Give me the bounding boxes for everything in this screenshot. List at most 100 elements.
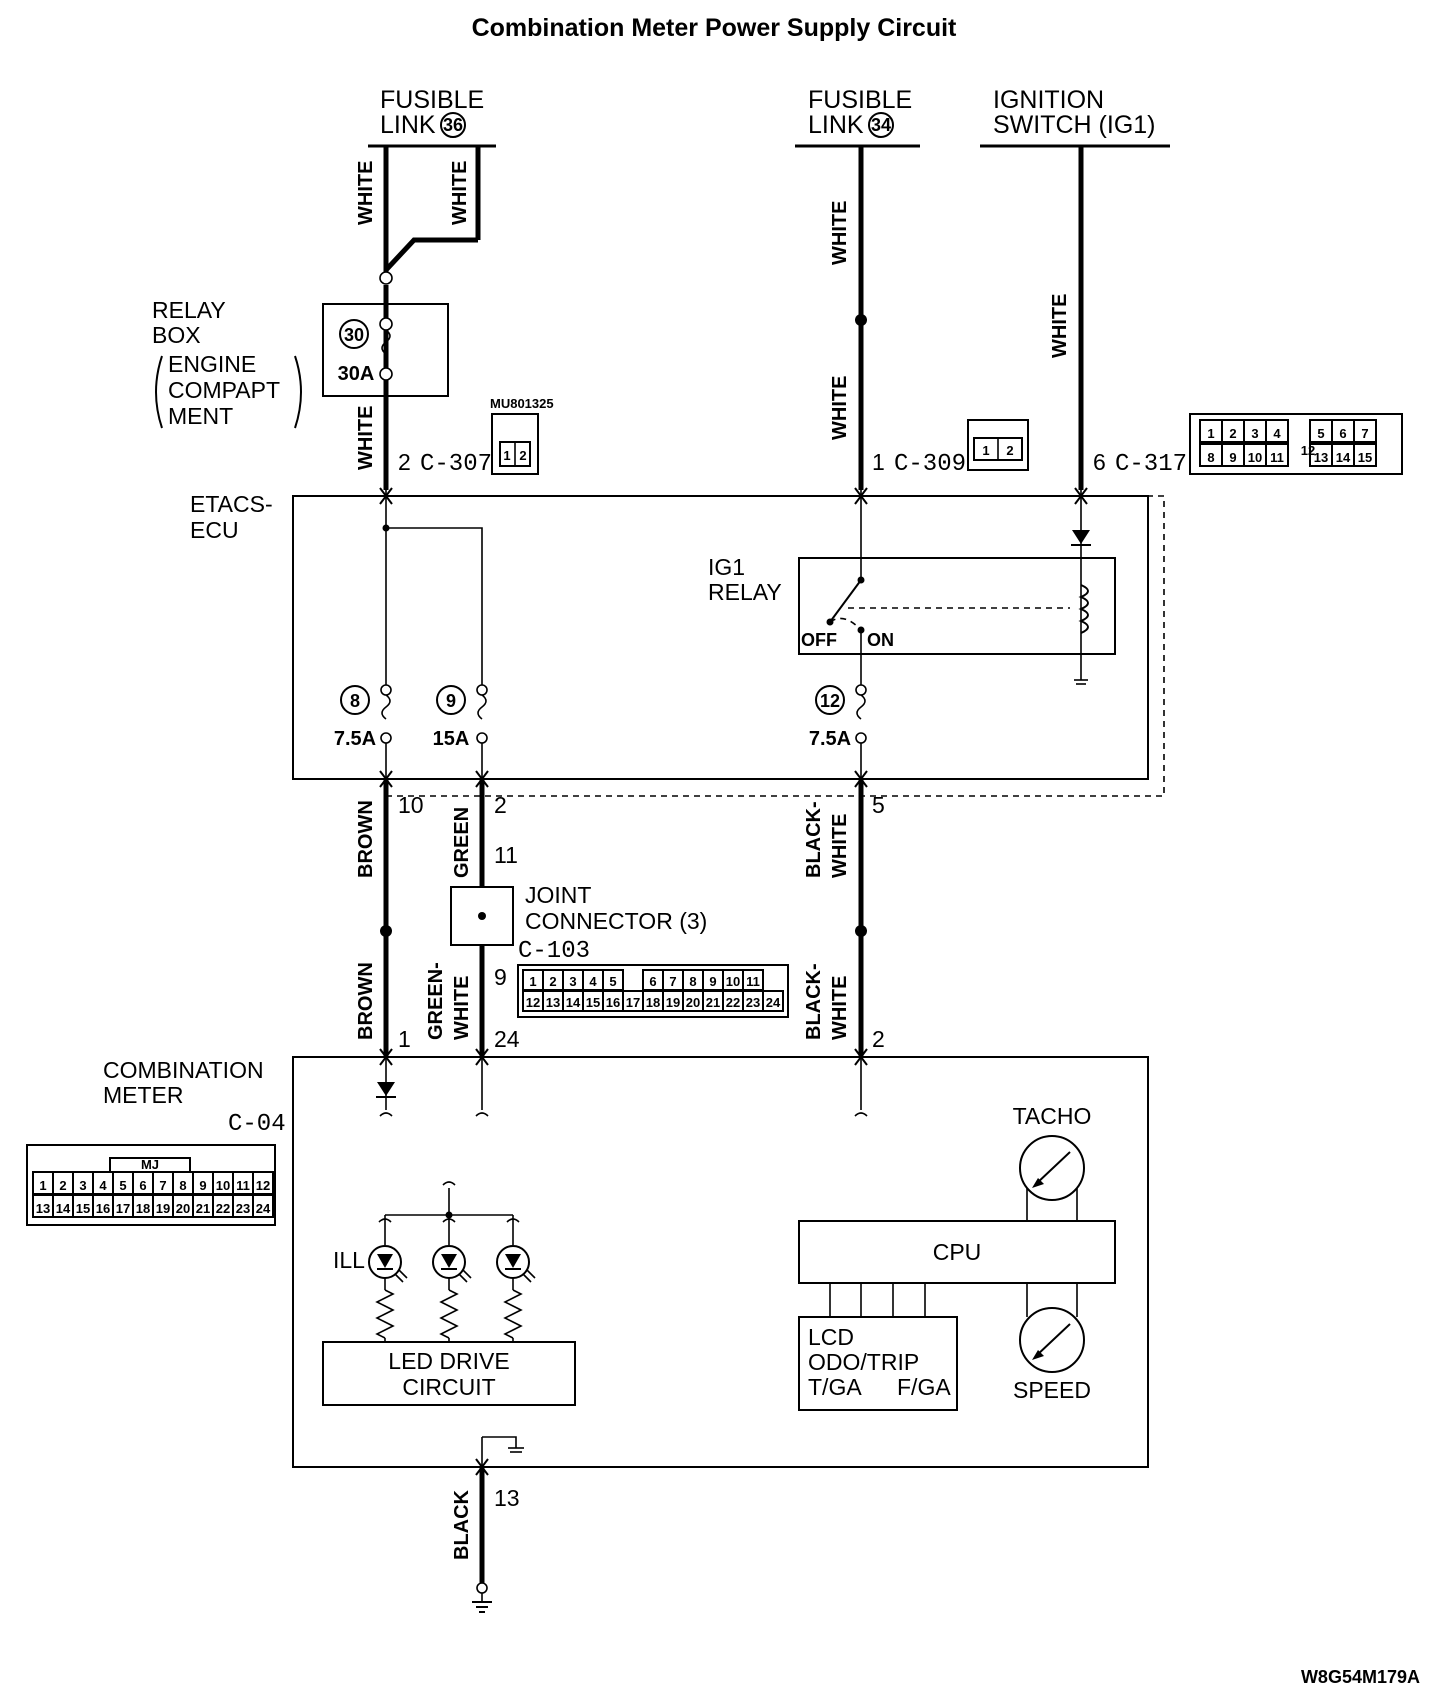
led-drive-label-2: CIRCUIT [402,1374,495,1400]
relay-box: 30 30A [322,271,449,397]
c04-cavity: 11 [236,1178,250,1193]
c307-cavity-1: 1 [503,448,510,463]
resistor-icon [503,1289,523,1339]
c04-tag: MJ [141,1157,159,1172]
diagram-title: Combination Meter Power Supply Circuit [472,14,957,42]
c317-cavity: 4 [1273,426,1281,441]
ig1-relay-label-1: IG1 [708,554,745,580]
wire-label-white-3: WHITE [355,406,377,470]
cpu-box [798,1220,1116,1284]
c04-cavity: 23 [236,1201,250,1216]
etacs-fuse-12-number: 12 [820,691,840,711]
c103-cavity: 7 [669,974,676,989]
speed-gauge [1019,1307,1085,1373]
wire-label-green-white-2: WHITE [451,976,473,1040]
c317-cavity: 1 [1207,426,1214,441]
lcd-label-4: F/GA [897,1374,951,1400]
c103-cavity: 2 [549,974,556,989]
relay-fuse-30-rating: 30A [338,363,375,385]
c103-cell [762,990,784,1012]
etacs-fuse-9-rating: 15A [433,728,470,750]
c309-cavity-2: 2 [1006,443,1013,458]
c04-cavity: 20 [176,1201,190,1216]
wire-label-brown-2: BROWN [355,962,377,1040]
wire-label-white-4: WHITE [829,201,851,265]
joint-connector-pin-in: 11 [494,842,518,868]
c317-cavity: 10 [1248,450,1262,465]
wire-label-white-6: WHITE [1049,294,1071,358]
c103-cavity: 15 [586,995,600,1010]
led-drive-circuit-box [322,1341,576,1406]
relay-box-label-4: COMPAPT [168,377,280,403]
fusible-link-34-badge [868,112,894,138]
wire-label-white-2: WHITE [449,161,471,225]
c307-part-number: MU801325 [490,396,554,411]
tacho-label: TACHO [1013,1103,1092,1129]
ignition-switch-line2: SWITCH (IG1) [993,111,1156,139]
c103-cavity: 11 [746,974,760,989]
c317-cavity: 13 [1314,450,1328,465]
c04-cavity: 21 [196,1201,210,1216]
tacho-gauge [1019,1135,1085,1201]
c103-cavity: 3 [569,974,576,989]
c04-cavity: 8 [179,1178,186,1193]
c103-cavity: 4 [589,974,597,989]
combination-meter: COMBINATION METER C-04 ILL LED DRIVE CIR… [103,1056,1149,1468]
wire-label-black-white-4: WHITE [829,976,851,1040]
c307-pin: 2 [398,449,411,475]
meter-ill-label: ILL [333,1247,365,1273]
meter-pin-24: 24 [494,1026,520,1052]
ill-led-2 [432,1215,472,1342]
ig1-relay-on: ON [867,630,894,650]
c103-cavity: 5 [609,974,616,989]
c309-pin: 1 [872,449,885,475]
ig1-relay-frame [798,557,1116,655]
ignition-switch-line1: IGNITION [993,86,1104,114]
etacs-fuse-8: 8 7.5A [334,684,392,750]
fusible-link-36-line2: LINK [380,111,436,139]
meter-frame [292,1056,1149,1468]
c317-name: C-317 [1115,451,1187,478]
c04-cavity: 2 [59,1178,66,1193]
fusible-link-34-line2: LINK [808,111,864,139]
c04-name: C-04 [228,1111,286,1138]
lcd-box [798,1316,958,1411]
c317-cell [1265,443,1289,467]
etacs-label-2: ECU [190,517,239,543]
c04-cavity: 4 [99,1178,107,1193]
relay-box-label-5: MENT [168,403,233,429]
c04-cavity: 10 [216,1178,230,1193]
c04-cavity: 17 [116,1201,130,1216]
meter-pin-1: 1 [398,1026,411,1052]
ignition-switch: IGNITION SWITCH (IG1) [980,86,1170,148]
c317-cavity: 14 [1336,450,1351,465]
wire-green [450,779,514,1057]
c103-cavity: 23 [746,995,760,1010]
c317-cell [1353,419,1377,443]
figure-id: W8G54M179A [1301,1667,1420,1687]
c04-cavity: 9 [199,1178,206,1193]
connector-c307: 2 C-307 MU801325 1 2 [398,396,554,478]
wire-label-black-white-2: WHITE [829,814,851,878]
c309-name: C-309 [894,451,966,478]
joint-connector-label-2: CONNECTOR (3) [525,908,707,934]
fusible-link-34-line1: FUSIBLE [808,86,912,114]
lcd-label-1: LCD [808,1324,854,1350]
relay-fuse-30-number: 30 [344,325,364,345]
resistor-icon [439,1289,459,1339]
lcd-label-3: T/GA [808,1374,862,1400]
fusible-link-36: FUSIBLE LINK 36 [368,86,496,148]
fusible-link-34-number: 34 [871,115,891,135]
ill-led-1 [368,1215,408,1342]
c317-cavity: 8 [1207,450,1214,465]
c04-cavity: 24 [256,1201,271,1216]
relay-box-frame [322,303,449,397]
c103-cavity: 19 [666,995,680,1010]
wire-brown [380,779,392,1057]
resistor-icon [375,1289,395,1339]
relay-box-label: RELAY BOX ENGINE COMPAPT MENT [152,297,302,429]
etacs-fuse-8-rating: 7.5A [334,728,376,750]
